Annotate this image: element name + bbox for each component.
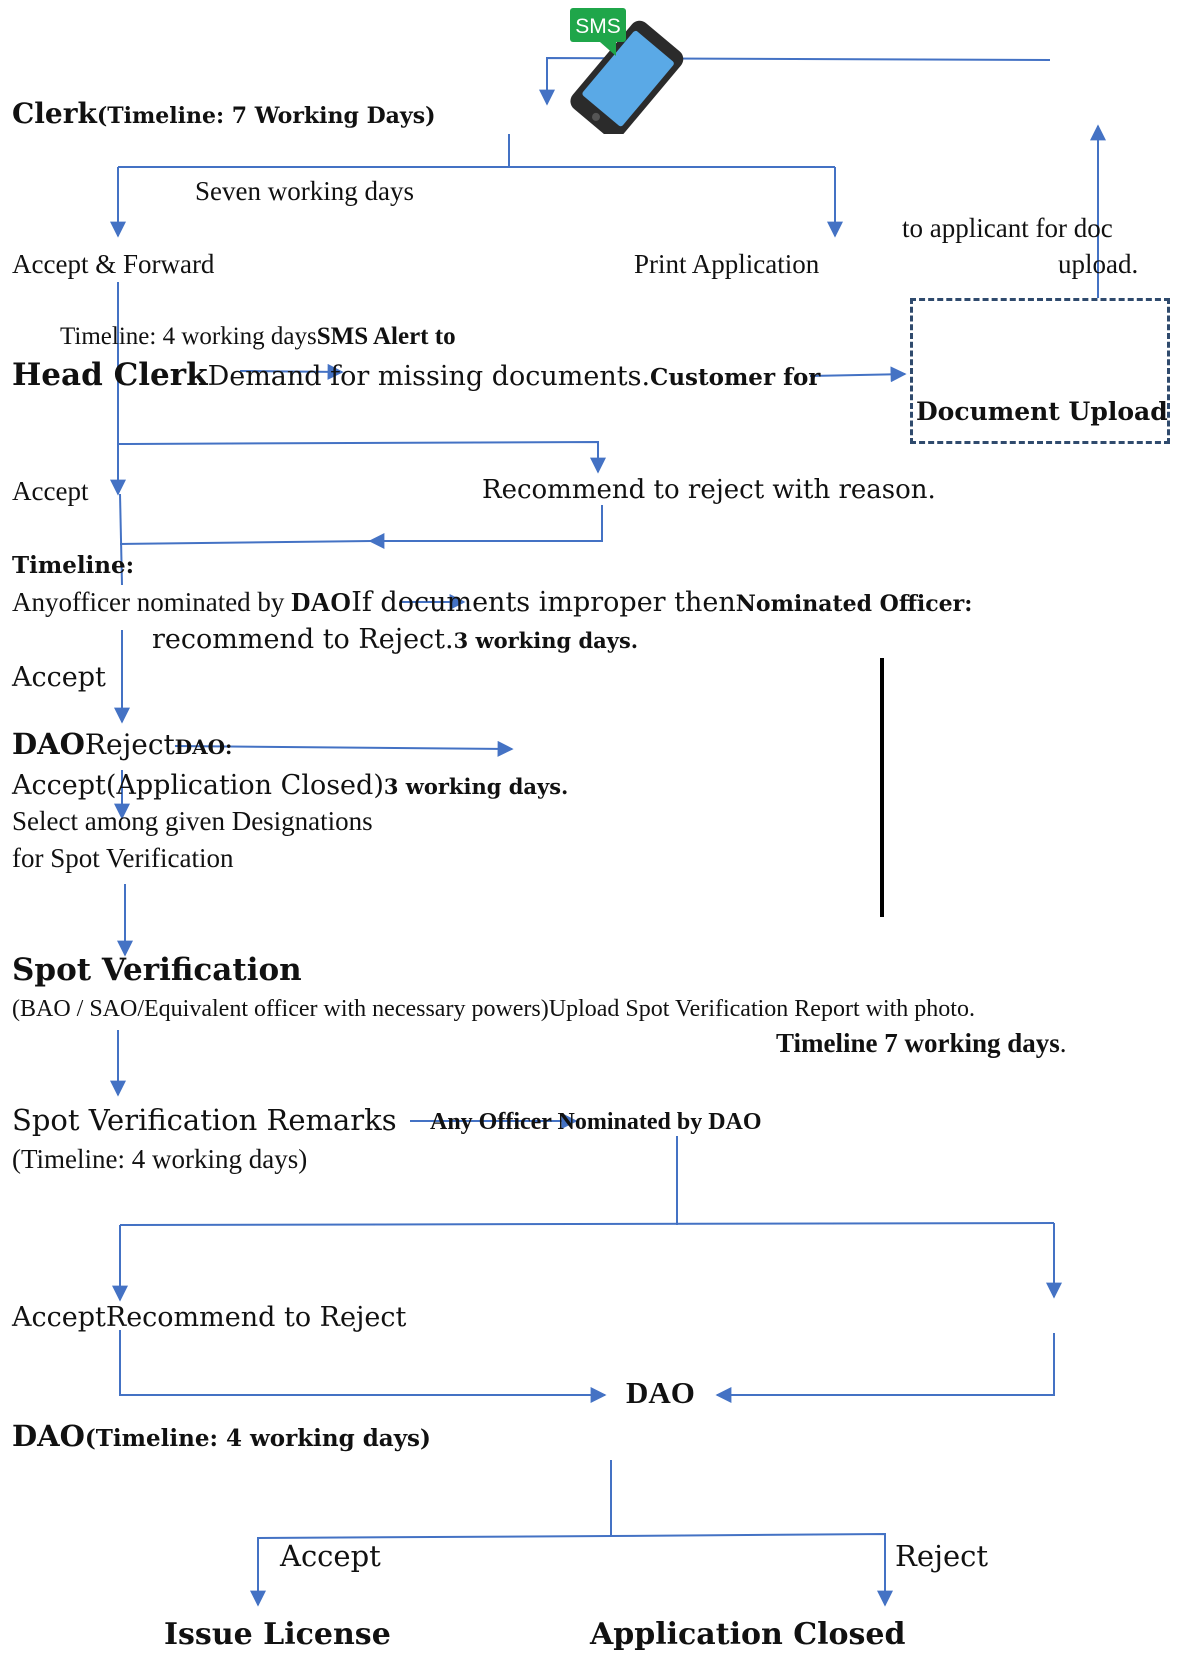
clerk-timeline: (Timeline: 7 Working Days) [96,103,436,129]
applicant-note-line1: to applicant for doc [902,213,1113,243]
dao-inline: DAO [291,587,352,617]
accept-label-2: Accept [12,662,106,693]
spot-timeline-text: Timeline 7 working days [776,1028,1060,1058]
head-clerk-timeline: Timeline: 4 working days [60,323,317,350]
dao-final-role: DAO [12,1419,85,1453]
spot-upload-text: Upload Spot Verification Report with pho… [548,996,975,1022]
spot-verification-title: Spot Verification [12,952,302,988]
head-clerk-line: Head ClerkDemand for missing documents.C… [12,360,820,391]
arrow-to-issue-license [250,1535,612,1607]
accept-recommend-line: AcceptRecommend to Reject [12,1304,406,1331]
arrow-recommend-to-dao [715,1333,1055,1403]
nominated-timeline-label: Timeline: [12,552,135,579]
application-closed-node: Application Closed [590,1617,906,1652]
nominated-line: Anyofficer nominated by DAOIf documents … [12,587,973,618]
remarks-accept-label: Accept [12,1302,106,1333]
select-designations-line1: Select among given Designations [12,806,373,836]
return-from-recommend-reject [368,505,603,549]
dao-reject-line: DAORejectDAO: [12,730,232,759]
sms-alert-label: SMS Alert to [316,323,456,350]
any-officer-text: Anyofficer nominated by [12,587,292,617]
clerk-role: Clerk [12,97,97,130]
arrow-to-application-closed [610,1532,893,1607]
if-improper-text: If documents improper then [351,587,736,618]
spot-remarks-title: Spot Verification Remarks [12,1103,397,1137]
accept-forward-label: Accept & Forward [12,249,215,279]
recommend-reject-reason-label: Recommend to reject with reason. [482,475,936,505]
return-bar [119,540,373,545]
dao-final-heading: DAO(Timeline: 4 working days) [12,1422,431,1451]
three-days-label: 3 working days. [453,628,639,653]
dao-three-days: 3 working days. [383,774,569,799]
spot-timeline-line: Timeline 7 working days. [776,1030,1067,1057]
nominated-officer-label: Nominated Officer: [735,591,973,617]
dao-final-timeline: (Timeline: 4 working days) [84,1425,431,1452]
spot-verification-officers-line: (BAO / SAO/Equivalent officer with neces… [12,997,975,1021]
accept-label-1: Accept [12,476,89,506]
issue-license-node: Issue License [164,1617,391,1652]
final-accept-label: Accept [280,1539,381,1573]
remarks-timeline: (Timeline: 4 working days) [12,1144,308,1174]
print-application-label: Print Application [634,249,820,279]
sms-return-arrow [539,56,1051,106]
arrow-to-document-upload [809,366,907,383]
document-upload-label: Document Upload [916,397,1168,426]
spot-officers-text: (BAO / SAO/Equivalent officer with neces… [12,996,549,1022]
sms-badge-label: SMS [575,15,621,38]
arrow-reject-to-dao-colon [174,740,514,757]
head-clerk-timeline-line: Timeline: 4 working daysSMS Alert to [60,324,456,349]
customer-for-label: Customer for [650,364,821,391]
accept-application-closed: Accept(Application Closed) [12,770,384,801]
spot-timeline-period: . [1059,1028,1067,1058]
clerk-heading: Clerk(Timeline: 7 Working Days) [12,100,435,128]
arrow-accept-to-dao [119,1330,607,1403]
arrow-to-recommend-reject [117,440,606,474]
dao-colon-label: DAO: [174,735,233,759]
head-clerk-role: Head Clerk [12,357,208,393]
any-officer-nominated-label: Any Officer Nominated by DAO [430,1109,762,1135]
remarks-split-bar [119,1222,1055,1226]
applicant-note-line2: upload. [1058,249,1139,279]
arrow-demand [239,363,344,380]
seven-working-days-label: Seven working days [195,176,414,206]
sms-phone-icon: SMS [570,8,684,134]
select-designations-line2: for Spot Verification [12,843,234,873]
demand-missing-docs: Demand for missing documents. [207,361,651,392]
dao-center-node: DAO [626,1375,695,1410]
dao-role: DAO [12,727,85,761]
recommend-reject-text: recommend to Reject. [152,624,454,655]
recommend-reject-line: recommend to Reject.3 working days. [152,626,638,653]
remarks-recommend-label: Recommend to Reject [105,1302,407,1333]
document-upload-box [910,298,1170,444]
head-clerk-stem [119,493,123,586]
reject-label: Reject [84,728,175,761]
final-reject-label: Reject [895,1539,989,1573]
accept-closed-line: Accept(Application Closed)3 working days… [12,772,568,799]
